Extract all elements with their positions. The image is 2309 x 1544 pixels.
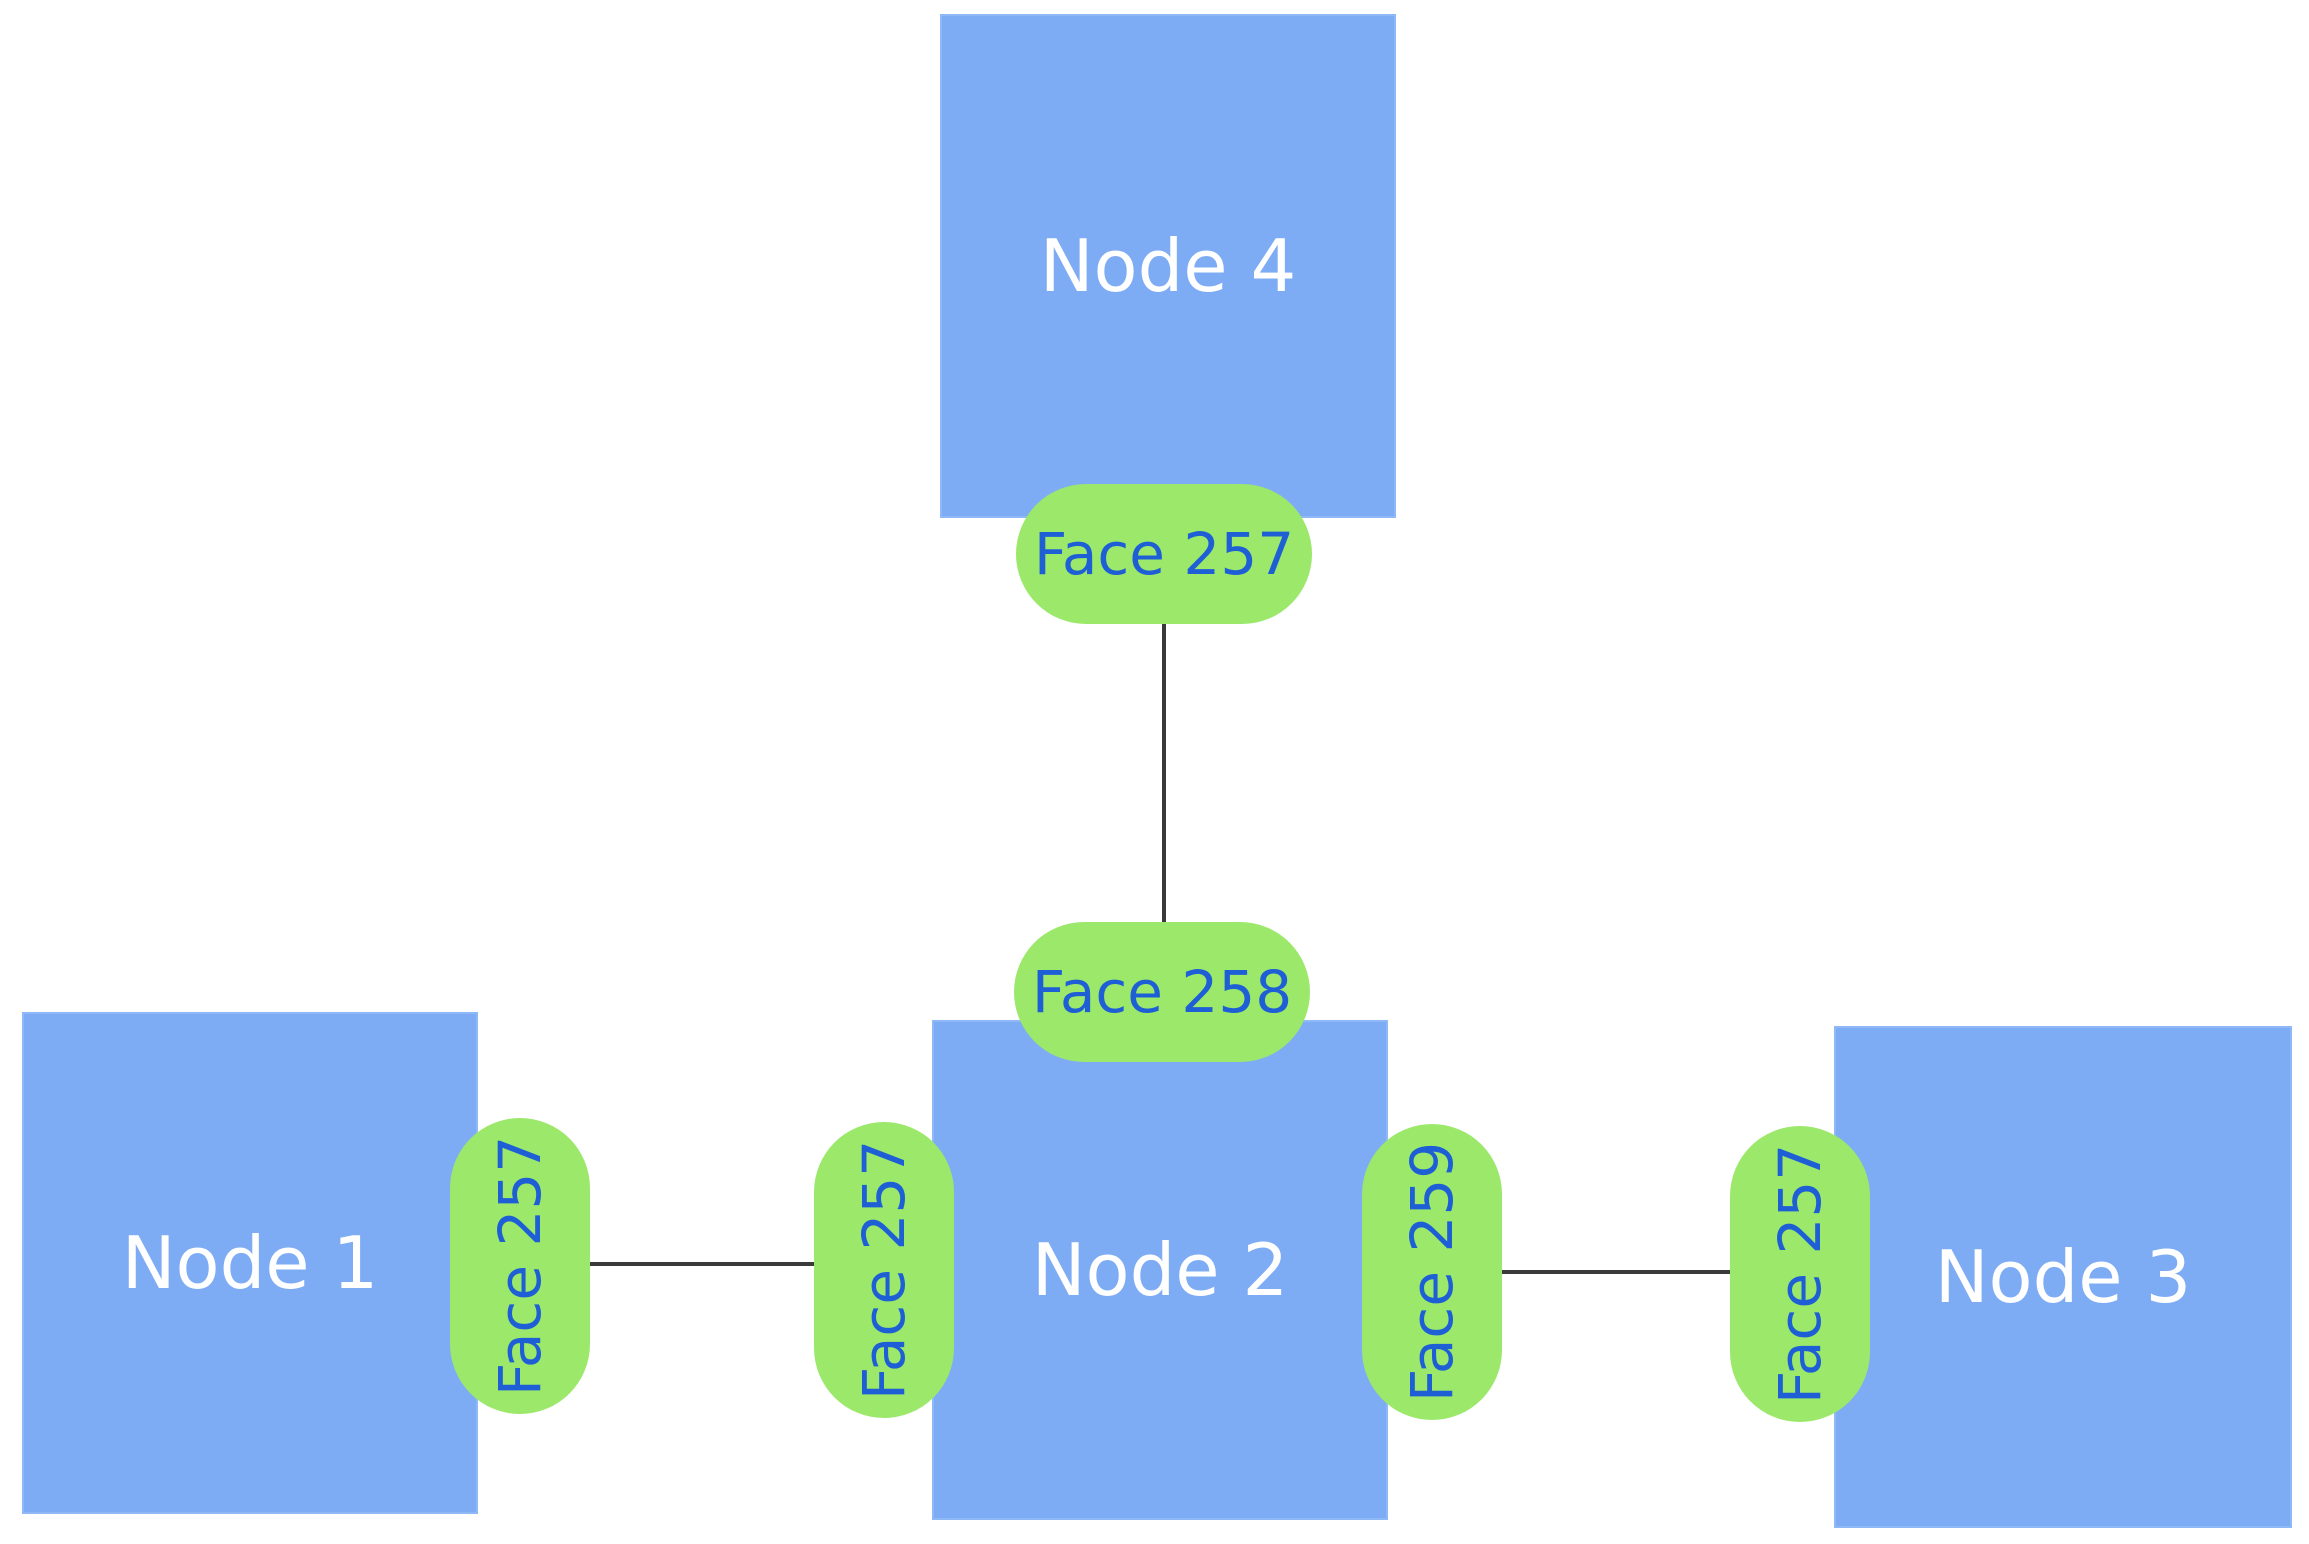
- face-label: Face 257: [1033, 520, 1295, 588]
- node2-face-257[interactable]: Face 257: [814, 1122, 954, 1418]
- node-2-label: Node 2: [1031, 1228, 1289, 1312]
- node-4[interactable]: Node 4: [940, 14, 1396, 518]
- node2-face-259[interactable]: Face 259: [1362, 1124, 1502, 1420]
- link-node2-node3: [1500, 1270, 1734, 1274]
- node-4-label: Node 4: [1039, 224, 1297, 308]
- face-label: Face 257: [850, 1139, 919, 1401]
- node2-face-258[interactable]: Face 258: [1014, 922, 1310, 1062]
- face-label: Face 259: [1398, 1141, 1467, 1403]
- node1-face-257[interactable]: Face 257: [450, 1118, 590, 1414]
- face-label: Face 258: [1031, 958, 1293, 1026]
- node-3-label: Node 3: [1934, 1235, 2192, 1319]
- node4-face-257[interactable]: Face 257: [1016, 484, 1312, 624]
- node-1-label: Node 1: [121, 1221, 379, 1305]
- node-1[interactable]: Node 1: [22, 1012, 478, 1514]
- link-node4-node2: [1162, 622, 1166, 922]
- face-label: Face 257: [486, 1135, 555, 1397]
- link-node1-node2: [590, 1262, 816, 1266]
- node-3[interactable]: Node 3: [1834, 1026, 2292, 1528]
- face-label: Face 257: [1766, 1143, 1835, 1405]
- node3-face-257[interactable]: Face 257: [1730, 1126, 1870, 1422]
- node-2[interactable]: Node 2: [932, 1020, 1388, 1520]
